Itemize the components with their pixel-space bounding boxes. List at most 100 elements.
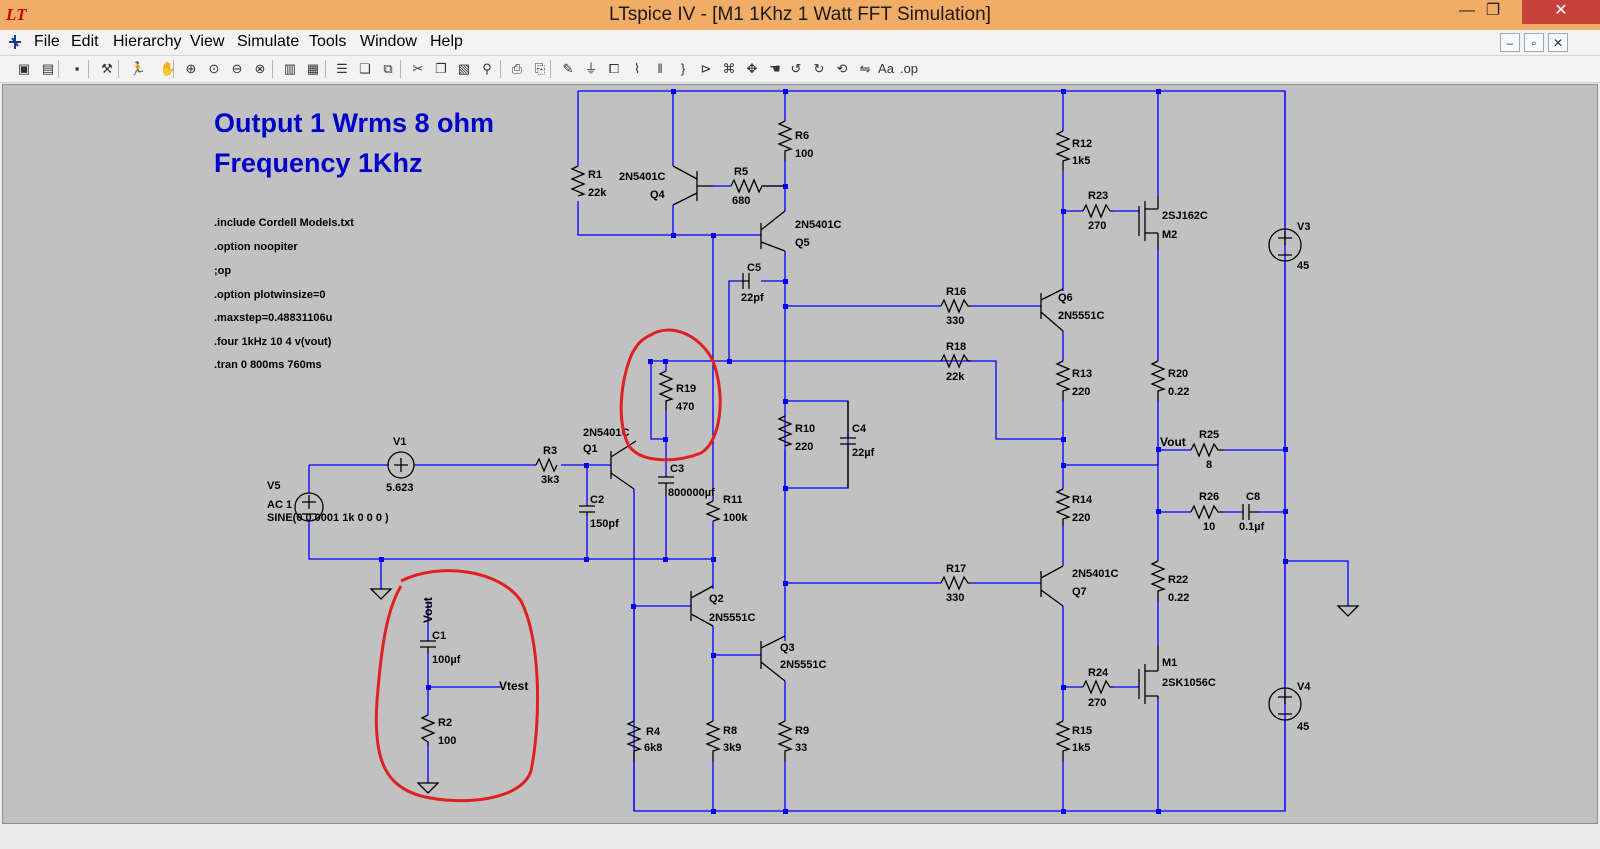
- mirror-icon[interactable]: ⇋: [859, 61, 871, 76]
- menu-file[interactable]: File: [34, 33, 60, 50]
- inductor-icon[interactable]: }: [680, 61, 686, 76]
- pan-icon[interactable]: ⊙: [208, 61, 220, 76]
- resistor-r12: [1055, 130, 1071, 171]
- resistor-r3: [535, 457, 558, 473]
- label-q1: Q1: [583, 443, 598, 455]
- print-icon[interactable]: ⎘: [534, 61, 546, 76]
- open-icon[interactable]: ▤: [41, 61, 55, 76]
- component-icon[interactable]: ⌘: [722, 61, 736, 76]
- spice-directive[interactable]: .option plotwinsize=0: [214, 289, 326, 301]
- print-preview-icon[interactable]: ⎙: [511, 61, 523, 76]
- spice-directive-icon[interactable]: .op: [899, 61, 919, 76]
- voltage-source-v4: [1268, 687, 1302, 721]
- undo-icon[interactable]: ↺: [790, 61, 802, 76]
- label-r26: R26: [1199, 491, 1219, 503]
- text-icon[interactable]: Aa: [878, 61, 894, 76]
- close-windows-icon[interactable]: ⧉: [383, 61, 393, 76]
- net-label-vout-rotated: Vout: [421, 597, 435, 623]
- rotate-icon[interactable]: ⟲: [836, 61, 848, 76]
- label-q4: Q4: [650, 189, 666, 201]
- close-button[interactable]: ✕: [1522, 0, 1600, 24]
- menu-bar: File Edit Hierarchy View Simulate Tools …: [0, 30, 1600, 56]
- capacitor-c1: [420, 640, 436, 653]
- label-r6: R6: [795, 130, 809, 142]
- minimize-button[interactable]: —: [1459, 2, 1475, 19]
- autorange-icon[interactable]: ▥: [283, 61, 297, 76]
- control-panel-icon[interactable]: ⚒: [101, 61, 113, 76]
- schematic-document-icon[interactable]: [6, 33, 24, 51]
- label-v1: V1: [393, 436, 406, 448]
- capacitor-icon[interactable]: ‖: [657, 61, 663, 76]
- menu-help[interactable]: Help: [430, 33, 463, 50]
- transistor-q4: [672, 165, 713, 206]
- menu-simulate[interactable]: Simulate: [237, 33, 300, 50]
- label-r25-value: 8: [1206, 459, 1212, 471]
- resistor-r13: [1055, 360, 1071, 401]
- mdi-minimize-button[interactable]: –: [1500, 33, 1520, 52]
- menu-edit[interactable]: Edit: [71, 33, 99, 50]
- schematic-title-line-1: Output 1 Wrms 8 ohm: [214, 108, 494, 138]
- move-icon[interactable]: ✥: [746, 61, 758, 76]
- transistor-q3: [760, 635, 786, 682]
- title-bar[interactable]: LT LTspice IV - [M1 1Khz 1 Watt FFT Simu…: [0, 0, 1600, 30]
- find-icon[interactable]: ⚲: [482, 61, 492, 76]
- halt-icon[interactable]: ✋: [159, 61, 177, 76]
- zoom-in-icon[interactable]: ⊕: [185, 61, 197, 76]
- spice-directive[interactable]: .include Cordell Models.txt: [214, 217, 354, 229]
- schematic-canvas[interactable]: Output 1 Wrms 8 ohm Frequency 1Khz .incl…: [2, 84, 1598, 824]
- net-label-vtest: Vtest: [499, 679, 528, 693]
- label-r18-value: 22k: [946, 371, 965, 383]
- label-v3: V3: [1297, 221, 1310, 233]
- label-r19: R19: [676, 383, 696, 395]
- menu-tools[interactable]: Tools: [309, 33, 347, 50]
- copy-icon[interactable]: ❐: [435, 61, 447, 76]
- spice-directive[interactable]: .option noopiter: [214, 241, 298, 253]
- label-r23: R23: [1088, 190, 1108, 202]
- mdi-restore-button[interactable]: ▫: [1524, 33, 1544, 52]
- label-r22-value: 0.22: [1168, 592, 1189, 604]
- window-title: LTspice IV - [M1 1Khz 1 Watt FFT Simulat…: [609, 4, 991, 25]
- zoom-fit-icon[interactable]: ⊗: [254, 61, 266, 76]
- resistor-r9: [777, 720, 793, 761]
- menu-hierarchy[interactable]: Hierarchy: [113, 33, 182, 50]
- label-r10-value: 220: [795, 441, 813, 453]
- new-schematic-icon[interactable]: ▣: [17, 61, 31, 76]
- diode-icon[interactable]: ⊳: [700, 61, 712, 76]
- label-r13: R13: [1072, 368, 1092, 380]
- zoom-out-icon[interactable]: ⊖: [231, 61, 243, 76]
- resistor-r19: [658, 370, 674, 411]
- resistor-r23: [1082, 203, 1113, 219]
- label-r2-value: 100: [438, 735, 456, 747]
- resistor-icon[interactable]: ⌇: [633, 61, 641, 76]
- cut-icon[interactable]: ✂: [412, 61, 424, 76]
- mdi-close-button[interactable]: ✕: [1548, 33, 1568, 52]
- schematic-title-line-2: Frequency 1Khz: [214, 148, 423, 178]
- menu-view[interactable]: View: [190, 33, 225, 50]
- label-m1: M1: [1162, 657, 1177, 669]
- resistor-r26: [1190, 504, 1223, 520]
- spice-directive[interactable]: .maxstep=0.48831106u: [214, 312, 332, 324]
- spice-directive[interactable]: ;op: [214, 265, 231, 277]
- cascade-icon[interactable]: ❏: [359, 61, 371, 76]
- label-r1: R1: [588, 169, 602, 181]
- redo-icon[interactable]: ↻: [813, 61, 825, 76]
- spice-directive[interactable]: .four 1kHz 10 4 v(vout): [214, 336, 332, 348]
- label-c8: C8: [1246, 491, 1260, 503]
- label-net-icon[interactable]: ⧠: [608, 61, 620, 76]
- draw-wire-icon[interactable]: ✎: [562, 61, 574, 76]
- paste-icon[interactable]: ▧: [457, 61, 471, 76]
- drag-icon[interactable]: ☚: [769, 61, 781, 76]
- grid-icon[interactable]: ▦: [306, 61, 320, 76]
- tile-horizontal-icon[interactable]: ☰: [336, 61, 348, 76]
- resistor-r20: [1150, 360, 1166, 401]
- label-r19-value: 470: [676, 401, 694, 413]
- save-icon[interactable]: ▪: [74, 61, 80, 76]
- menu-window[interactable]: Window: [360, 33, 417, 50]
- toolbar-separator: [118, 60, 119, 78]
- run-icon[interactable]: 🏃: [129, 61, 147, 76]
- toolbar-separator: [500, 60, 501, 78]
- spice-directive[interactable]: .tran 0 800ms 760ms: [214, 359, 322, 371]
- label-r22: R22: [1168, 574, 1188, 586]
- ground-icon[interactable]: ⏚: [584, 61, 598, 76]
- restore-button[interactable]: ❐: [1485, 2, 1501, 19]
